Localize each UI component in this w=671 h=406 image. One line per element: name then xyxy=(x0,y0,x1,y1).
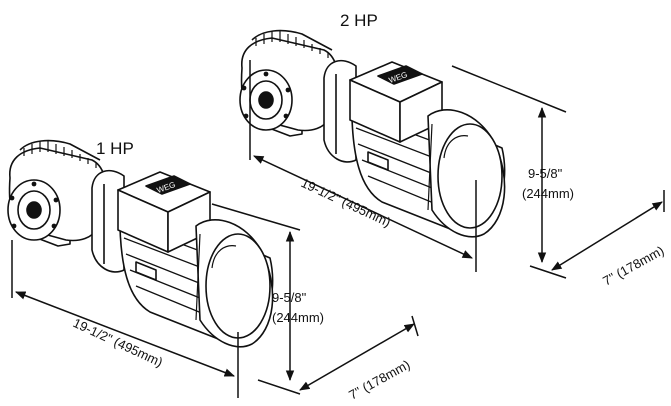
title-1hp: 1 HP xyxy=(96,139,134,158)
width-dimension-2hp xyxy=(551,190,665,271)
title-2hp: 2 HP xyxy=(340,11,378,30)
motor-2hp-group: 19-1/2" (495mm) 9-5/8" (244mm) 7" (178mm… xyxy=(239,11,666,289)
length-dimension-2hp xyxy=(249,60,477,272)
height-label-1hp-line1: 9-5/8" xyxy=(272,290,307,305)
length-label-1hp: 19-1/2" (495mm) xyxy=(71,315,165,370)
width-label-2hp: 7" (178mm) xyxy=(600,243,666,289)
height-label-1hp-line2: (244mm) xyxy=(272,310,324,325)
motor-1hp-drawing xyxy=(7,139,274,348)
width-dimension-1hp xyxy=(299,315,419,391)
height-label-2hp-line2: (244mm) xyxy=(522,186,574,201)
width-label-1hp: 7" (178mm) xyxy=(346,357,412,403)
height-label-2hp-line1: 9-5/8" xyxy=(528,166,563,181)
height-dimension-2hp xyxy=(451,65,567,279)
motor-1hp-group: 19-1/2" (495mm) 9-5/8" (244mm) 7" (178mm… xyxy=(7,139,419,403)
length-dimension-1hp xyxy=(11,240,239,398)
height-dimension-1hp xyxy=(211,203,301,395)
